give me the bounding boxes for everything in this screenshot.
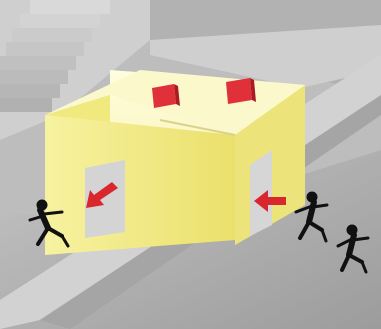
room-front-wall [45, 115, 235, 255]
door-right [250, 150, 272, 236]
